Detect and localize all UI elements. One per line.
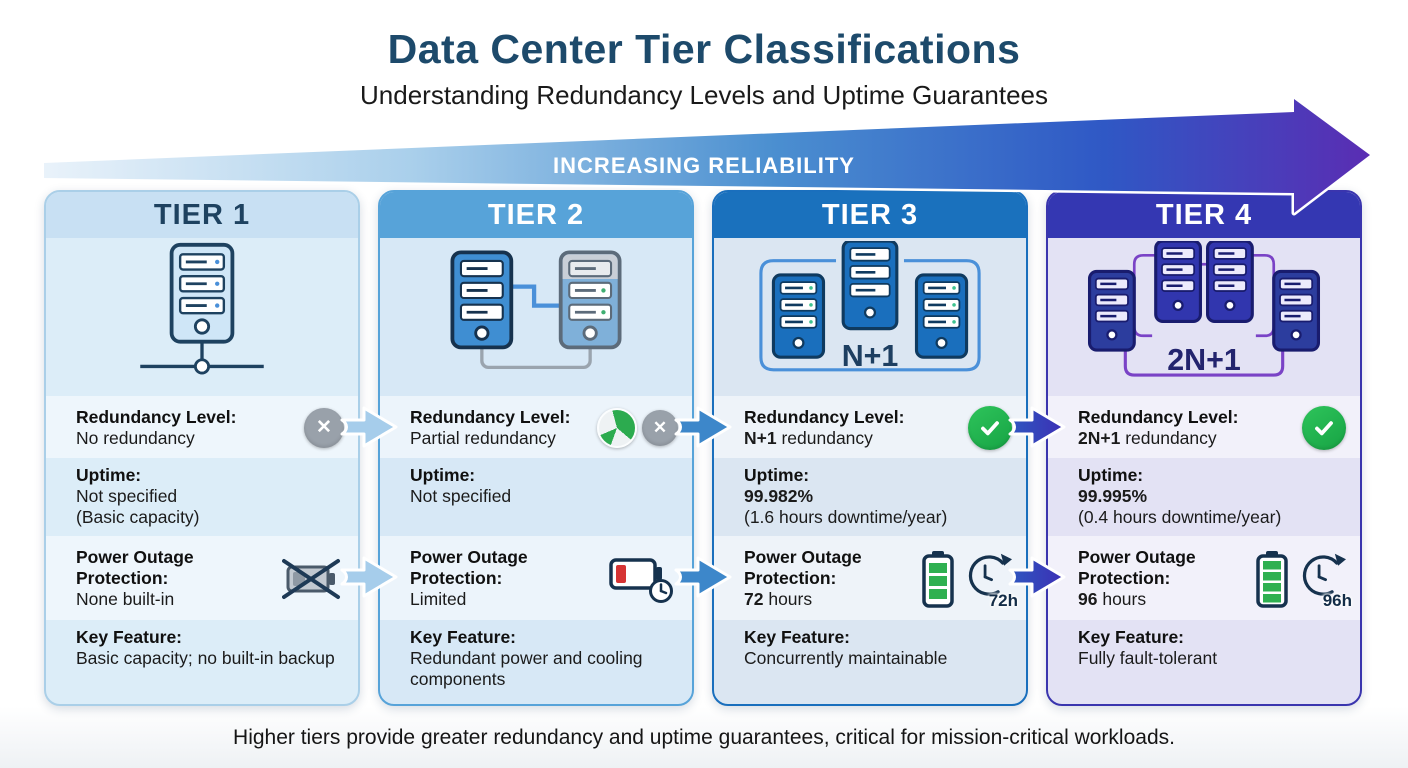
tier1-title: TIER 1 [153, 198, 251, 231]
uptime-label: Uptime: [76, 465, 142, 485]
key-feature-label: Key Feature: [76, 627, 183, 647]
tier1-key-value: Basic capacity; no built-in backup [76, 648, 335, 668]
tier4-uptime-value: 99.995% [1078, 486, 1148, 506]
tier1-header: TIER 1 [46, 192, 358, 238]
check-circle-icon [968, 405, 1012, 450]
clock-hours-label: 96h [1322, 591, 1352, 610]
redundancy-label: Redundancy Level: [1078, 406, 1239, 427]
redundancy-label: Redundancy Level: [410, 406, 571, 427]
tier3-redundancy-value: redundancy [776, 427, 873, 448]
key-feature-label: Key Feature: [744, 627, 851, 647]
tier4-server-diagram: 2N+1 [1048, 238, 1360, 396]
tier3-server-diagram: N+1 [714, 238, 1026, 396]
tier3-header: TIER 3 [714, 192, 1026, 238]
check-circle-icon [1302, 405, 1346, 450]
partial-pie-icon [597, 407, 637, 448]
tier4-uptime-row: Uptime: 99.995% (0.4 hours downtime/year… [1048, 458, 1360, 536]
power-label: Power Outage Protection: [1078, 547, 1196, 588]
tier2-header: TIER 2 [380, 192, 692, 238]
tier-card-1: TIER 1 [44, 190, 360, 706]
tier4-title: TIER 4 [1155, 198, 1253, 231]
uptime-label: Uptime: [410, 465, 476, 485]
tier1-power-row: Power Outage Protection: None built-in [46, 536, 358, 620]
tier3-power-row: Power Outage Protection: 72 hours [714, 536, 1026, 620]
clock-refresh-icon [1302, 553, 1346, 596]
tier1-redundancy-value: No redundancy [76, 427, 195, 448]
footer-note: Higher tiers provide greater redundancy … [233, 726, 1175, 749]
tier1-power-value: None built-in [76, 589, 175, 609]
tier3-uptime-note: (1.6 hours downtime/year) [744, 507, 948, 527]
tier4-redundancy-row: Redundancy Level: 2N+1 redundancy [1048, 396, 1360, 458]
page-title: Data Center Tier Classifications [387, 26, 1021, 72]
tier4-header: TIER 4 [1048, 192, 1360, 238]
tier-card-2: TIER 2 [378, 190, 694, 706]
tier4-uptime-note: (0.4 hours downtime/year) [1078, 507, 1282, 527]
tier2-key-row: Key Feature: Redundant power and cooling… [380, 620, 692, 704]
tier1-uptime-value: Not specified [76, 486, 178, 506]
power-label: Power Outage Protection: [76, 547, 194, 588]
uptime-label: Uptime: [744, 465, 810, 485]
key-feature-label: Key Feature: [1078, 627, 1185, 647]
tier2-uptime-value: Not specified [410, 486, 512, 506]
banner-label: INCREASING RELIABILITY [553, 153, 855, 178]
x-circle-icon: ✕ [304, 407, 344, 448]
tier2-redundancy-row: Redundancy Level: Partial redundancy ✕ [380, 396, 692, 458]
tier1-redundancy-row: Redundancy Level: No redundancy ✕ [46, 396, 358, 458]
tier3-key-value: Concurrently maintainable [744, 648, 948, 668]
battery-crossed-icon [282, 558, 340, 599]
power-label: Power Outage Protection: [744, 547, 862, 588]
tier3-redundancy-row: Redundancy Level: N+1 redundancy [714, 396, 1026, 458]
key-feature-label: Key Feature: [410, 627, 517, 647]
clock-hours-label: 72h [988, 591, 1018, 610]
battery-full-icon [922, 550, 954, 608]
tier2-redundancy-value: Partial redundancy [410, 427, 556, 448]
tier3-uptime-value: 99.982% [744, 486, 814, 506]
tier2-key-value: Redundant power and cooling components [410, 648, 643, 689]
two-servers-icon [450, 250, 622, 370]
redundancy-label: Redundancy Level: [744, 406, 905, 427]
three-servers-icon: N+1 [759, 241, 981, 373]
tier4-key-value: Fully fault-tolerant [1078, 648, 1218, 668]
tier2-title: TIER 2 [487, 198, 585, 231]
battery-low-clock-icon [609, 557, 673, 603]
redundancy-label: Redundancy Level: [76, 406, 237, 427]
tier1-server-diagram [46, 238, 358, 396]
tier-card-3: TIER 3 [712, 190, 1028, 706]
n-plus-1-label: N+1 [842, 339, 899, 373]
tier4-key-row: Key Feature: Fully fault-tolerant [1048, 620, 1360, 704]
tier4-redundancy-value: redundancy [1120, 427, 1217, 448]
tier1-uptime-note: (Basic capacity) [76, 507, 200, 527]
x-circle-icon: ✕ [642, 409, 678, 446]
tier3-uptime-row: Uptime: 99.982% (1.6 hours downtime/year… [714, 458, 1026, 536]
tier2-server-diagram [380, 238, 692, 396]
battery-full-icon [1256, 550, 1288, 608]
tier3-title: TIER 3 [821, 198, 919, 231]
tier3-power-value: hours [763, 589, 813, 609]
tier4-power-row: Power Outage Protection: 96 hours [1048, 536, 1360, 620]
tier1-uptime-row: Uptime: Not specified (Basic capacity) [46, 458, 358, 536]
uptime-label: Uptime: [1078, 465, 1144, 485]
tier4-power-value: hours [1097, 589, 1147, 609]
single-server-icon [140, 242, 264, 375]
tier1-key-row: Key Feature: Basic capacity; no built-in… [46, 620, 358, 704]
2n-plus-1-label: 2N+1 [1167, 343, 1241, 377]
tier3-key-row: Key Feature: Concurrently maintainable [714, 620, 1026, 704]
power-label: Power Outage Protection: [410, 547, 528, 588]
tier-card-4: TIER 4 [1046, 190, 1362, 706]
clock-refresh-icon [968, 553, 1012, 596]
tier2-power-value: Limited [410, 589, 467, 609]
tier2-power-row: Power Outage Protection: Limited [380, 536, 692, 620]
page-subtitle: Understanding Redundancy Levels and Upti… [360, 80, 1048, 110]
tier2-uptime-row: Uptime: Not specified [380, 458, 692, 536]
four-servers-icon: 2N+1 [1087, 241, 1321, 377]
